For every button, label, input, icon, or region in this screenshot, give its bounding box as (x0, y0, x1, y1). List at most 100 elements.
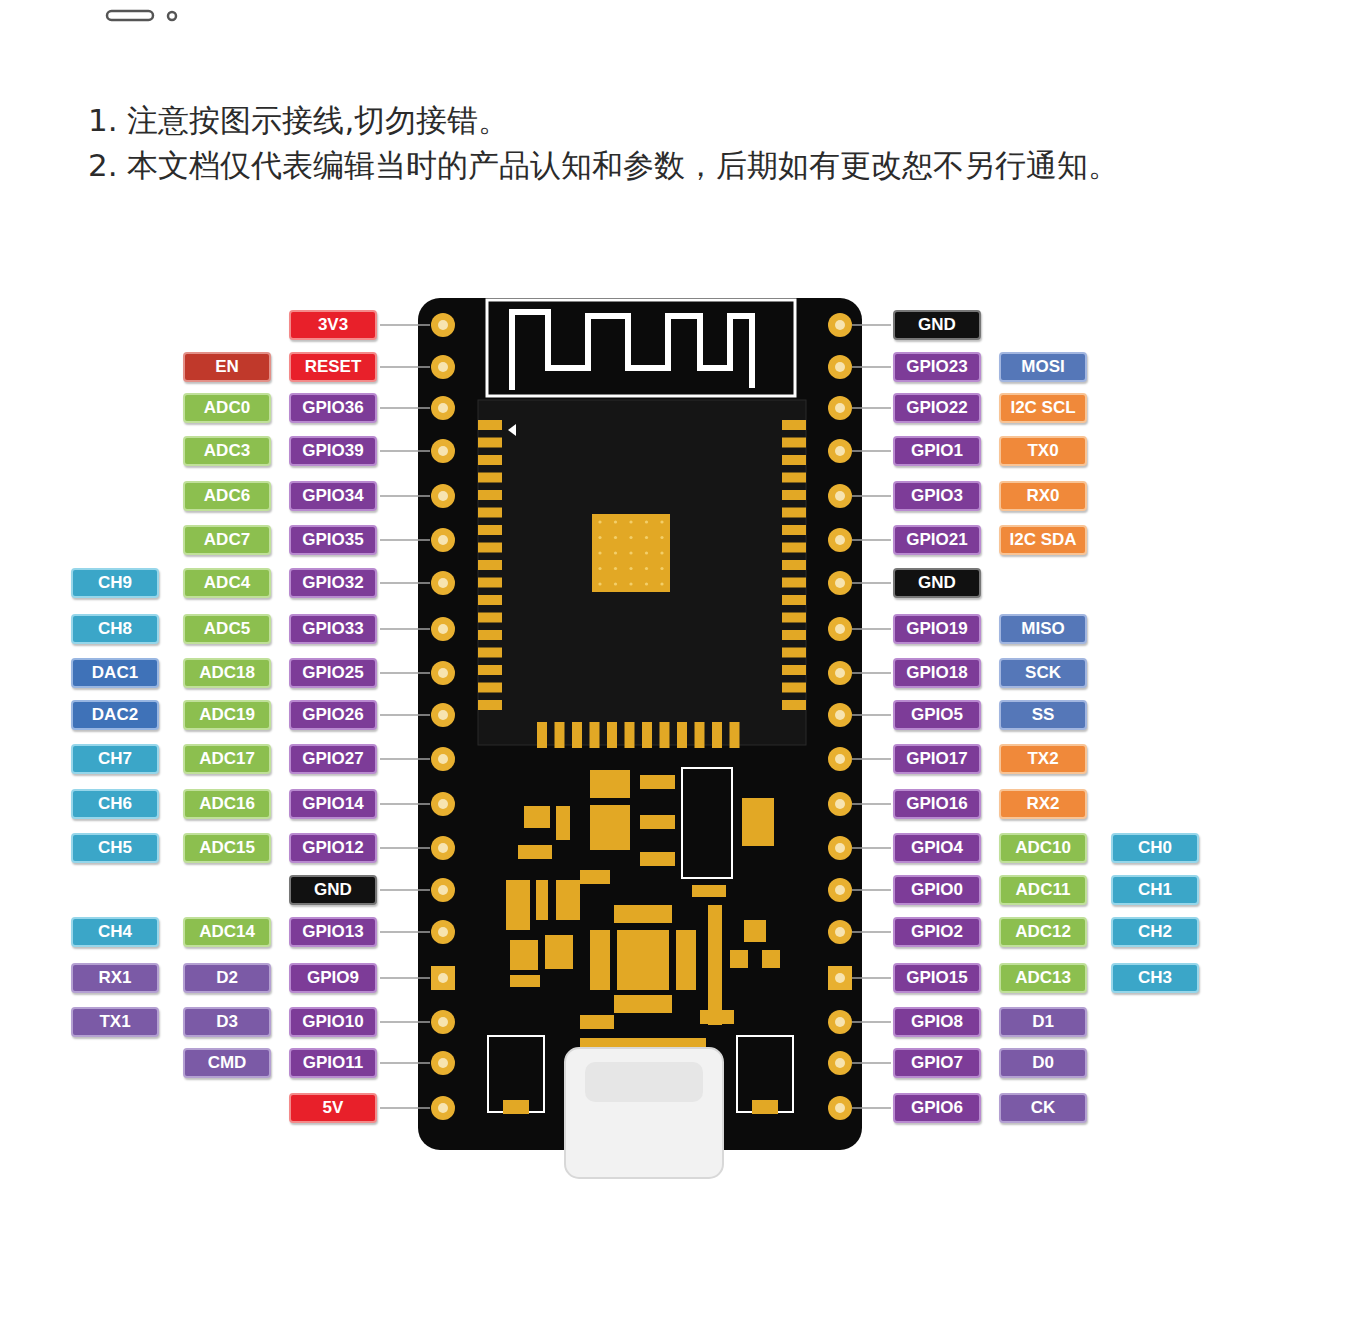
header-pin (828, 1051, 852, 1075)
pin-label: TX2 (999, 744, 1087, 774)
pin-hole (438, 927, 448, 937)
pin-name: ADC13 (1015, 968, 1071, 987)
pin-name: CH3 (1138, 968, 1172, 987)
pin-label: EN (183, 352, 271, 382)
pin-label: GPIO3 (893, 481, 981, 511)
pin-label: CH0 (1111, 833, 1199, 863)
pin-label: ADC10 (999, 833, 1087, 863)
pin-name: CH9 (98, 573, 132, 592)
pin-name: TX0 (1027, 441, 1058, 460)
pin-name: ADC18 (199, 663, 255, 682)
header-pin (431, 528, 455, 552)
pin-label: GND (289, 875, 377, 905)
pin-name: ADC19 (199, 705, 255, 724)
pin-hole (835, 1103, 845, 1113)
pin-name: GPIO11 (303, 1053, 363, 1072)
pin-hole (438, 885, 448, 895)
pin-name: GND (918, 573, 956, 592)
header-pin (431, 703, 455, 727)
pin-label: ADC16 (183, 789, 271, 819)
pin-hole (835, 668, 845, 678)
pin-label: ADC5 (183, 614, 271, 644)
pin-label: SS (999, 700, 1087, 730)
pin-label: ADC0 (183, 393, 271, 423)
pin-hole (438, 403, 448, 413)
pin-name: TX1 (99, 1012, 130, 1031)
leader-line (852, 758, 891, 760)
leader-line (852, 931, 891, 933)
pcb-board (418, 298, 862, 1150)
pin-label: CH7 (71, 744, 159, 774)
pin-label: GPIO21 (893, 525, 981, 555)
pin-name: GPIO8 (911, 1012, 963, 1031)
leader-line (380, 977, 430, 979)
leader-line (380, 847, 430, 849)
pin-label: GPIO7 (893, 1048, 981, 1078)
components (506, 768, 780, 1029)
pin-name: GPIO6 (911, 1098, 963, 1117)
header-pin (828, 1096, 852, 1120)
pin-name: GPIO3 (911, 486, 963, 505)
leader-line (380, 366, 430, 368)
pin-label: GPIO11 (289, 1048, 377, 1078)
pin-name: ADC4 (204, 573, 250, 592)
leader-line (852, 407, 891, 409)
pin-label: CH2 (1111, 917, 1199, 947)
pin-name: GPIO9 (307, 968, 359, 987)
leader-line (380, 889, 430, 891)
pin-name: GPIO13 (302, 922, 363, 941)
pin-label: ADC12 (999, 917, 1087, 947)
pin-label: MISO (999, 614, 1087, 644)
pin-name: D1 (1032, 1012, 1054, 1031)
header-pin (431, 920, 455, 944)
leader-line (852, 889, 891, 891)
header-pin (431, 617, 455, 641)
pin-name: GPIO7 (911, 1053, 963, 1072)
leader-line (380, 931, 430, 933)
pin-label: GPIO27 (289, 744, 377, 774)
icon (168, 12, 176, 20)
pin-name: CH6 (98, 794, 132, 813)
pin-label: CH8 (71, 614, 159, 644)
pin-name: GPIO21 (906, 530, 967, 549)
pin-label: GPIO2 (893, 917, 981, 947)
usb-chip (617, 930, 669, 990)
pin-label: RX2 (999, 789, 1087, 819)
chip-pins (590, 905, 696, 1013)
pin-name: TX2 (1027, 749, 1058, 768)
pin-name: CH0 (1138, 838, 1172, 857)
pin-name: 5V (323, 1098, 344, 1117)
pin-name: ADC11 (1016, 880, 1071, 899)
pin-hole (835, 973, 845, 983)
header-pin (431, 1010, 455, 1034)
leader-line (380, 407, 430, 409)
pin-label: ADC17 (183, 744, 271, 774)
pin-hole (835, 799, 845, 809)
header-pin (431, 1096, 455, 1120)
pin-name: GPIO34 (302, 486, 363, 505)
header-pin (828, 313, 852, 337)
pin-name: ADC17 (199, 749, 255, 768)
pin-label: GPIO6 (893, 1093, 981, 1123)
pin-label: ADC6 (183, 481, 271, 511)
pin-name: I2C SCL (1010, 398, 1075, 417)
leader-line (852, 1021, 891, 1023)
pin-label: RESET (289, 352, 377, 382)
pin-label: GPIO10 (289, 1007, 377, 1037)
pin-name: CH2 (1138, 922, 1172, 941)
header-pin (828, 1010, 852, 1034)
leader-line (380, 758, 430, 760)
pin-label: TX0 (999, 436, 1087, 466)
leader-line (852, 366, 891, 368)
pin-name: I2C SDA (1009, 530, 1076, 549)
pin-label: CMD (183, 1048, 271, 1078)
pin-name: GPIO14 (302, 794, 363, 813)
pin-hole (835, 1058, 845, 1068)
usb-c-opening (585, 1062, 703, 1102)
button-pad (503, 1100, 529, 1114)
header-pin (828, 571, 852, 595)
pin-name: GPIO18 (906, 663, 967, 682)
pin-name: MISO (1021, 619, 1064, 638)
pin-hole (438, 446, 448, 456)
pin-name: EN (215, 357, 239, 376)
